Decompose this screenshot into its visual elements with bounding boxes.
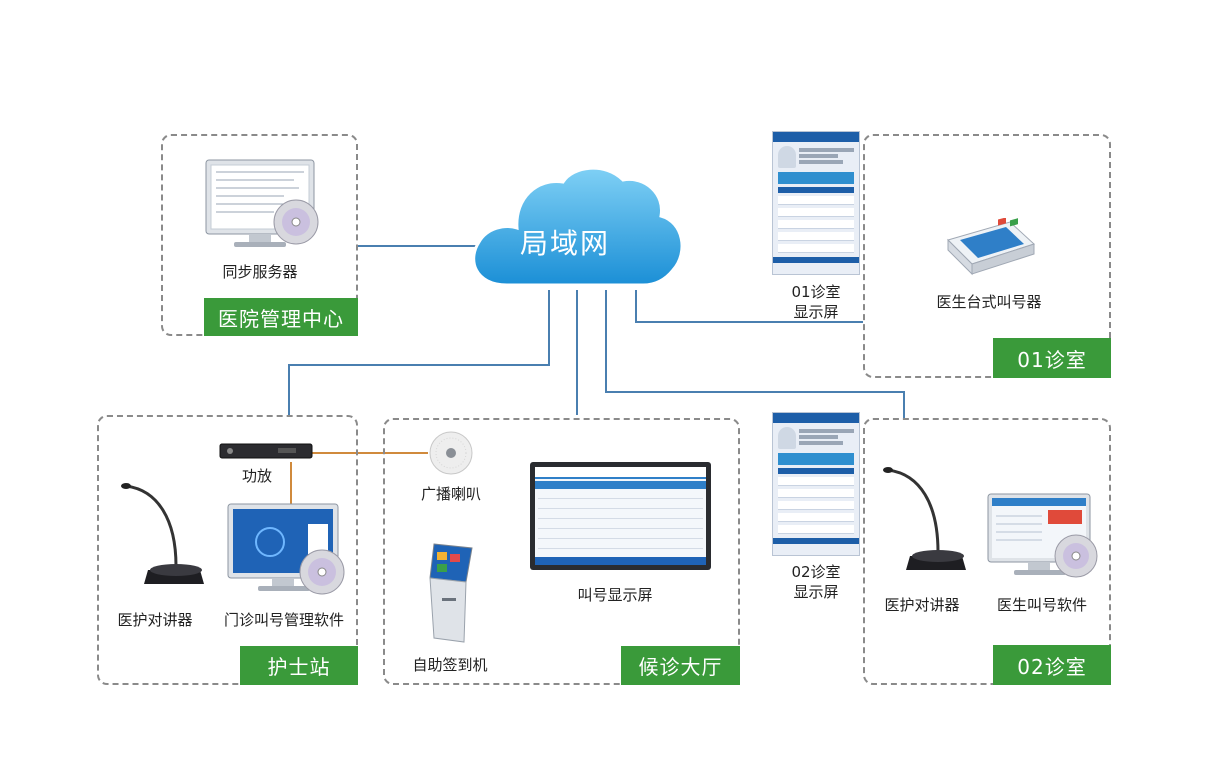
queue-display-screen bbox=[530, 462, 711, 570]
network-label: 局域网 bbox=[519, 227, 610, 260]
nurse-software-monitor-icon bbox=[227, 503, 345, 595]
zone-tag-room02: 02诊室 bbox=[993, 645, 1111, 685]
wire-room01 bbox=[635, 290, 863, 323]
intercom-microphone-icon bbox=[121, 483, 204, 584]
room02-display-label-2: 显示屏 bbox=[793, 583, 839, 601]
desktop-caller-label: 医生台式叫号器 bbox=[936, 293, 1042, 311]
wire-nurse bbox=[288, 290, 550, 415]
desktop-caller-icon bbox=[947, 218, 1035, 276]
nurse-intercom-label: 医护对讲器 bbox=[117, 611, 193, 629]
kiosk-label: 自助签到机 bbox=[412, 656, 488, 674]
room02-display-label-1: 02诊室 bbox=[791, 563, 841, 581]
room01-display-screen bbox=[772, 131, 860, 275]
amplifier-label: 功放 bbox=[241, 467, 272, 485]
zone-tag-room01: 01诊室 bbox=[993, 338, 1111, 378]
room02-display-screen bbox=[772, 412, 860, 556]
room01-display-label-2: 显示屏 bbox=[793, 303, 839, 321]
queue-display-label: 叫号显示屏 bbox=[577, 586, 653, 604]
amplifier-icon bbox=[219, 443, 313, 459]
speaker-icon bbox=[429, 431, 473, 475]
zone-nurse bbox=[97, 415, 358, 685]
server-label: 同步服务器 bbox=[222, 263, 298, 281]
nurse-software-label: 门诊叫号管理软件 bbox=[223, 611, 344, 629]
zone-tag-nurse: 护士站 bbox=[240, 646, 358, 685]
zone-tag-hospital: 医院管理中心 bbox=[204, 298, 358, 336]
zone-room01 bbox=[863, 134, 1111, 378]
room01-display-label-1: 01诊室 bbox=[791, 283, 841, 301]
zone-tag-hall: 候诊大厅 bbox=[621, 646, 740, 685]
server-monitor-icon bbox=[205, 159, 319, 247]
cloud-icon bbox=[472, 166, 684, 287]
zone-room02 bbox=[863, 418, 1111, 685]
wire-room02 bbox=[605, 290, 905, 418]
room02-intercom-label: 医护对讲器 bbox=[884, 596, 960, 614]
speaker-label: 广播喇叭 bbox=[420, 485, 481, 503]
zone-hall bbox=[383, 418, 740, 685]
room02-software-label: 医生叫号软件 bbox=[996, 596, 1087, 614]
room02-intercom-microphone-icon bbox=[883, 467, 966, 570]
kiosk-icon bbox=[429, 543, 473, 643]
room02-software-monitor-icon bbox=[987, 493, 1098, 578]
